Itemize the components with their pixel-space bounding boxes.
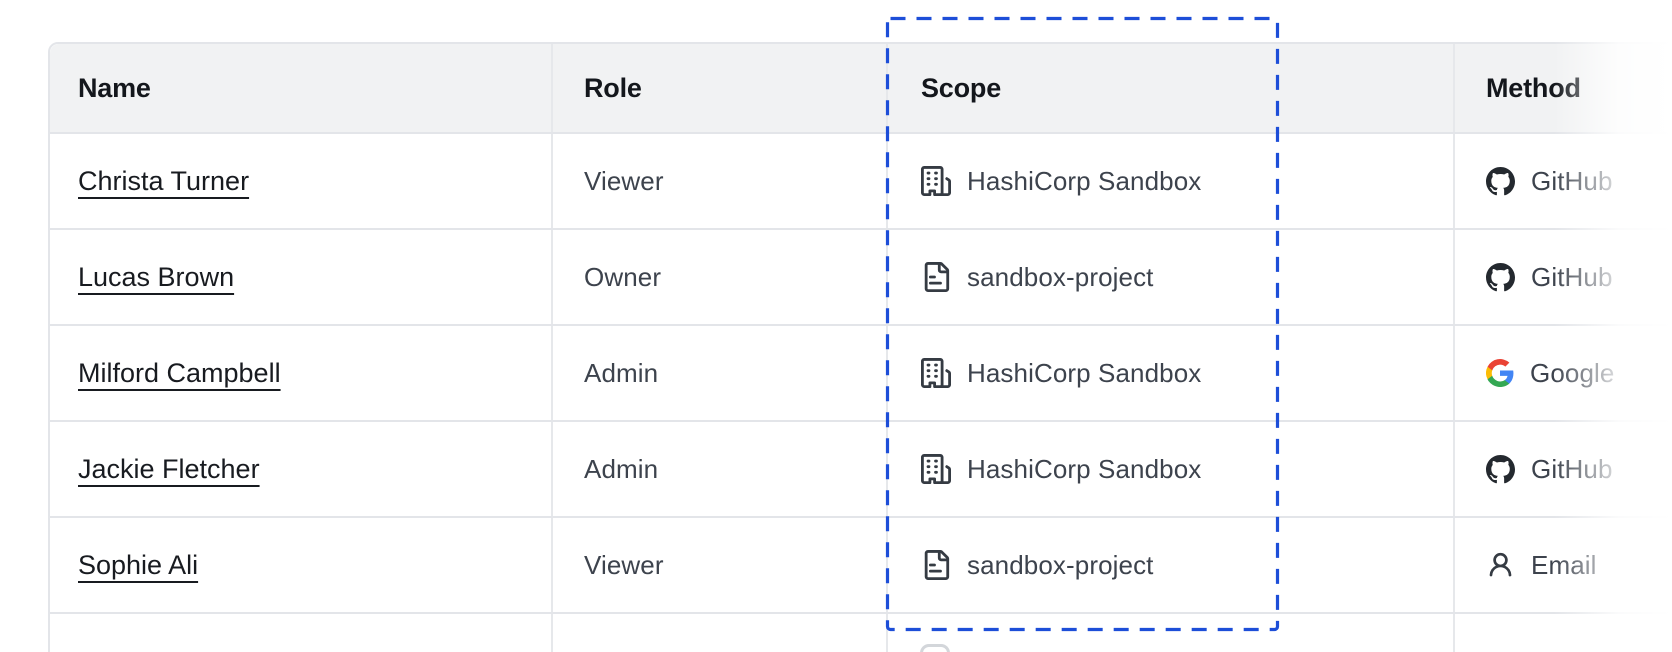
members-table: Name Role Scope Method Christa Turner Vi… (48, 42, 1672, 652)
member-role: Viewer (584, 549, 664, 580)
column-header-scope: Scope (888, 44, 1455, 132)
github-icon (1486, 262, 1515, 292)
scope-label: sandbox-project (967, 549, 1154, 580)
method-label: GitHub (1531, 453, 1613, 484)
organization-icon (921, 166, 951, 196)
github-icon (1486, 454, 1515, 484)
table-row: Lucas Brown Owner sandbox-project GitHub (50, 228, 1672, 324)
table-row: Jackie Fletcher Admin HashiCorp Sandbox … (50, 420, 1672, 516)
method-cell: Email (1455, 518, 1672, 612)
table-row: Sophie Ali Viewer sandbox-project Email (50, 516, 1672, 612)
member-role: Admin (584, 357, 659, 388)
role-cell: Viewer (553, 134, 888, 228)
scope-cell: sandbox-project (888, 518, 1455, 612)
name-cell: Jackie Fletcher (50, 422, 553, 516)
role-cell (553, 614, 888, 652)
column-header-method: Method (1455, 44, 1672, 132)
method-cell: GitHub (1455, 230, 1672, 324)
method-cell: Google (1455, 326, 1672, 420)
method-label: GitHub (1531, 165, 1613, 196)
scope-cell: HashiCorp Sandbox (888, 422, 1455, 516)
scope-cell: HashiCorp Sandbox (888, 134, 1455, 228)
method-label: Google (1530, 357, 1615, 388)
column-header-label: Method (1486, 72, 1581, 103)
name-cell (50, 614, 553, 652)
scope-cell: sandbox-project (888, 230, 1455, 324)
organization-icon (921, 454, 951, 484)
role-cell: Owner (553, 230, 888, 324)
member-role: Viewer (584, 165, 664, 196)
person-icon (1486, 551, 1515, 580)
method-cell (1455, 614, 1672, 652)
organization-icon (921, 358, 951, 388)
name-cell: Christa Turner (50, 134, 553, 228)
partial-scope-icon-fragment (920, 644, 950, 652)
scope-cell (888, 614, 1455, 652)
table-row: Milford Campbell Admin HashiCorp Sandbox… (50, 324, 1672, 420)
table-row-partial (50, 612, 1672, 652)
scope-label: HashiCorp Sandbox (967, 453, 1202, 484)
member-name-link[interactable]: Lucas Brown (78, 261, 235, 292)
table-header-row: Name Role Scope Method (50, 44, 1672, 132)
role-cell: Admin (553, 422, 888, 516)
column-header-role: Role (553, 44, 888, 132)
member-role: Admin (584, 453, 659, 484)
google-icon (1486, 359, 1514, 387)
name-cell: Milford Campbell (50, 326, 553, 420)
member-name-link[interactable]: Jackie Fletcher (78, 453, 260, 484)
column-header-label: Role (584, 72, 642, 103)
file-icon (921, 262, 951, 292)
member-name-link[interactable]: Christa Turner (78, 165, 250, 196)
file-icon (921, 550, 951, 580)
method-cell: GitHub (1455, 134, 1672, 228)
method-label: GitHub (1531, 261, 1613, 292)
role-cell: Admin (553, 326, 888, 420)
scope-label: HashiCorp Sandbox (967, 357, 1202, 388)
member-role: Owner (584, 261, 662, 292)
scope-label: sandbox-project (967, 261, 1154, 292)
scope-cell: HashiCorp Sandbox (888, 326, 1455, 420)
role-cell: Viewer (553, 518, 888, 612)
method-label: Email (1531, 549, 1597, 580)
table-row: Christa Turner Viewer HashiCorp Sandbox … (50, 132, 1672, 228)
column-header-label: Scope (921, 72, 1002, 103)
column-header-name: Name (50, 44, 553, 132)
member-name-link[interactable]: Milford Campbell (78, 357, 281, 388)
github-icon (1486, 166, 1515, 196)
scope-label: HashiCorp Sandbox (967, 165, 1202, 196)
name-cell: Lucas Brown (50, 230, 553, 324)
member-name-link[interactable]: Sophie Ali (78, 549, 199, 580)
column-header-label: Name (78, 72, 151, 103)
method-cell: GitHub (1455, 422, 1672, 516)
name-cell: Sophie Ali (50, 518, 553, 612)
